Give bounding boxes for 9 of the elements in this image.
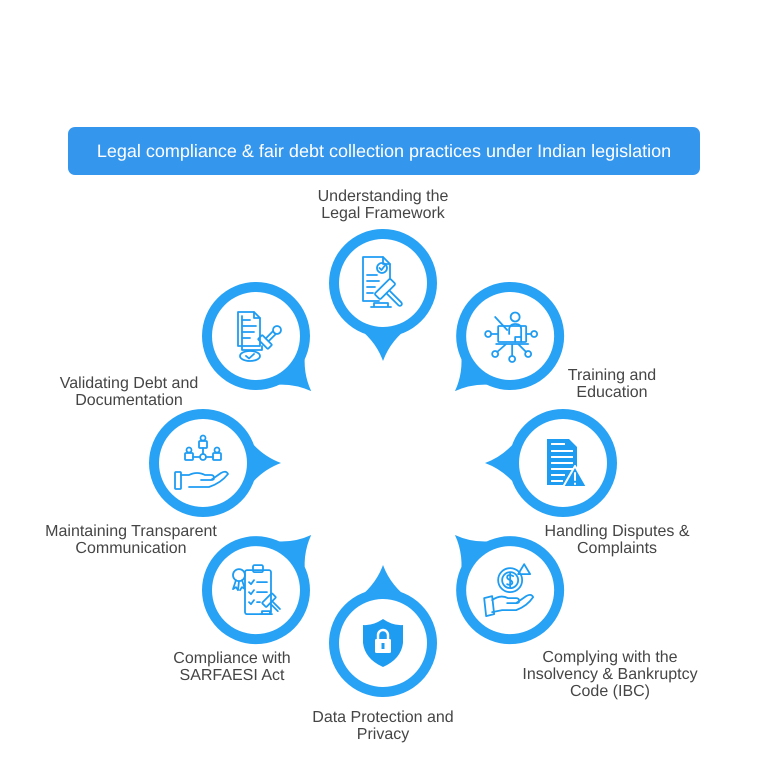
step-label: Data Protection and Privacy: [311, 709, 455, 743]
title-banner: Legal compliance & fair debt collection practices under Indian legislation: [68, 127, 700, 175]
step-label: Handling Disputes & Complaints: [544, 523, 690, 557]
step-label: Validating Debt and Documentation: [58, 374, 200, 409]
step-label: Training and Education: [566, 366, 658, 401]
step-label: Maintaining Transparent Communication: [44, 523, 218, 557]
step-label: Understanding the Legal Framework: [316, 188, 450, 222]
step-label: Compliance with SARFAESI Act: [172, 650, 292, 684]
step-label: Complying with the Insolvency & Bankruptcy Code (IBC): [521, 649, 699, 700]
